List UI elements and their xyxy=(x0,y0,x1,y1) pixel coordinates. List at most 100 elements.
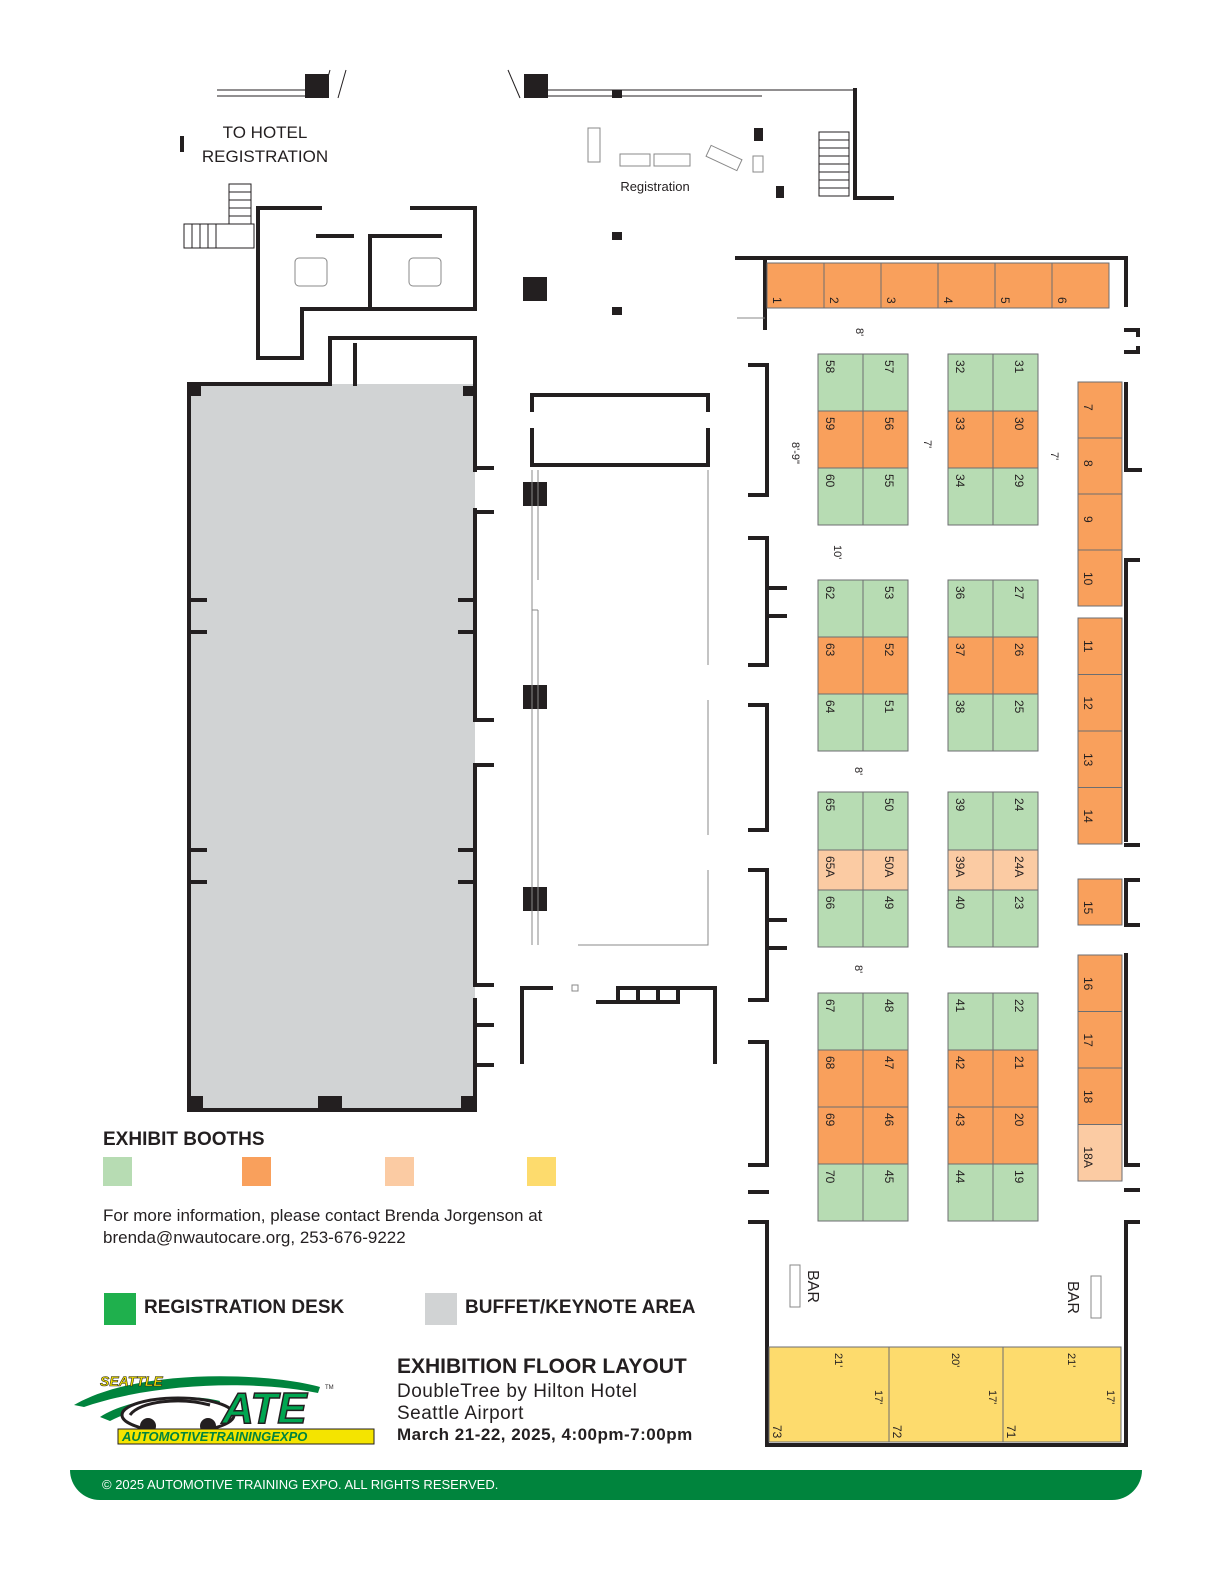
aisle-dimension-2: 8'-9" xyxy=(789,442,801,464)
aisle-dimension-4: 7' xyxy=(1048,452,1060,460)
legend-swatch-peach xyxy=(385,1157,414,1186)
booth-number-73: 73 xyxy=(770,1425,784,1439)
booth-number-57: 57 xyxy=(882,360,896,374)
exhibit-hall-walls xyxy=(735,256,1142,1447)
booth-72 xyxy=(888,1346,1004,1443)
booth-36 xyxy=(947,579,994,638)
registration-area-label: Registration xyxy=(620,179,690,194)
legend-swatch-orange xyxy=(242,1157,271,1186)
booth-number-37: 37 xyxy=(953,643,967,657)
title-location: Seattle Airport xyxy=(397,1403,524,1424)
exhibit-booths xyxy=(766,262,1123,1443)
aisle-dimension-7: 8' xyxy=(852,965,864,973)
booth-number-3: 3 xyxy=(884,297,898,304)
booth-16 xyxy=(1077,954,1123,1012)
booth-2 xyxy=(823,262,882,309)
booth-71-width-dim: 21' xyxy=(1065,1353,1077,1367)
booth-47 xyxy=(862,1049,909,1108)
booth-number-40: 40 xyxy=(953,896,967,910)
logo-tm: TM xyxy=(325,1385,334,1391)
registration-desk-swatch xyxy=(104,1293,136,1325)
booth-number-50: 50 xyxy=(882,798,896,812)
title-block: EXHIBITION FLOOR LAYOUT DoubleTree by Hi… xyxy=(397,1355,693,1445)
top-walls xyxy=(180,69,894,200)
booth-number-51: 51 xyxy=(882,700,896,714)
booth-number-69: 69 xyxy=(823,1113,837,1127)
booth-66 xyxy=(817,889,864,948)
booth-57 xyxy=(862,353,909,412)
booth-73-width-dim: 21' xyxy=(832,1353,844,1367)
booth-20 xyxy=(992,1106,1039,1165)
booth-number-31: 31 xyxy=(1012,360,1026,374)
booth-60 xyxy=(817,467,864,526)
booth-number-25: 25 xyxy=(1012,700,1026,714)
booth-5 xyxy=(994,262,1053,309)
booth-number-65A: 65A xyxy=(823,856,837,877)
booth-number-60: 60 xyxy=(823,474,837,488)
booth-number-21: 21 xyxy=(1012,1056,1026,1070)
booth-number-39A: 39A xyxy=(953,856,967,877)
booth-number-4: 4 xyxy=(941,297,955,304)
floor-plan: 1234565857595660553231333034296253635264… xyxy=(180,69,1142,1447)
booth-30 xyxy=(992,410,1039,469)
booth-number-19: 19 xyxy=(1012,1170,1026,1184)
booth-3 xyxy=(880,262,939,309)
booth-70 xyxy=(817,1163,864,1222)
booth-29 xyxy=(992,467,1039,526)
booth-7 xyxy=(1077,381,1123,439)
booth-number-36: 36 xyxy=(953,586,967,600)
booth-63 xyxy=(817,636,864,695)
booth-17 xyxy=(1077,1011,1123,1069)
booth-11 xyxy=(1077,617,1123,675)
booth-number-20: 20 xyxy=(1012,1113,1026,1127)
booth-27 xyxy=(992,579,1039,638)
booth-number-63: 63 xyxy=(823,643,837,657)
booth-number-22: 22 xyxy=(1012,999,1026,1013)
booth-68 xyxy=(817,1049,864,1108)
booth-45 xyxy=(862,1163,909,1222)
booth-number-56: 56 xyxy=(882,417,896,431)
booth-number-26: 26 xyxy=(1012,643,1026,657)
booth-number-65: 65 xyxy=(823,798,837,812)
booth-number-49: 49 xyxy=(882,896,896,910)
title-dates: March 21-22, 2025, 4:00pm-7:00pm xyxy=(397,1425,693,1444)
booth-34 xyxy=(947,467,994,526)
booth-number-9: 9 xyxy=(1081,516,1095,523)
booth-number-34: 34 xyxy=(953,474,967,488)
booth-72-width-dim: 20' xyxy=(949,1353,961,1367)
aisle-dimension-3: 7' xyxy=(921,440,933,448)
footer-copyright: © 2025 AUTOMOTIVE TRAINING EXPO. ALL RIG… xyxy=(102,1477,499,1492)
to-hotel-label: TO HOTEL REGISTRATION xyxy=(201,123,329,166)
booth-71 xyxy=(1002,1346,1122,1443)
booth-42 xyxy=(947,1049,994,1108)
booth-number-44: 44 xyxy=(953,1170,967,1184)
booth-48 xyxy=(862,992,909,1051)
booth-number-64: 64 xyxy=(823,700,837,714)
booth-18 xyxy=(1077,1067,1123,1125)
aisle-dimension-1: 8' xyxy=(853,328,865,336)
buffet-area-swatch xyxy=(425,1293,457,1325)
booth-number-59: 59 xyxy=(823,417,837,431)
buffet-keynote-area xyxy=(187,336,494,1112)
booth-49 xyxy=(862,889,909,948)
booth-number-18: 18 xyxy=(1081,1090,1095,1104)
booth-41 xyxy=(947,992,994,1051)
booth-number-24: 24 xyxy=(1012,798,1026,812)
booth-8 xyxy=(1077,437,1123,495)
booth-number-62: 62 xyxy=(823,586,837,600)
booth-72-depth-dim: 17' xyxy=(986,1390,998,1404)
booth-number-42: 42 xyxy=(953,1056,967,1070)
booth-number-72: 72 xyxy=(890,1425,904,1439)
booth-number-50A: 50A xyxy=(882,856,896,877)
booth-number-33: 33 xyxy=(953,417,967,431)
title-main: EXHIBITION FLOOR LAYOUT xyxy=(397,1355,687,1378)
booth-56 xyxy=(862,410,909,469)
booth-22 xyxy=(992,992,1039,1051)
columns xyxy=(305,74,784,911)
registration-desk-label: REGISTRATION DESK xyxy=(144,1297,345,1318)
booth-73 xyxy=(768,1346,890,1443)
booth-number-46: 46 xyxy=(882,1113,896,1127)
booth-31 xyxy=(992,353,1039,412)
booth-number-48: 48 xyxy=(882,999,896,1013)
